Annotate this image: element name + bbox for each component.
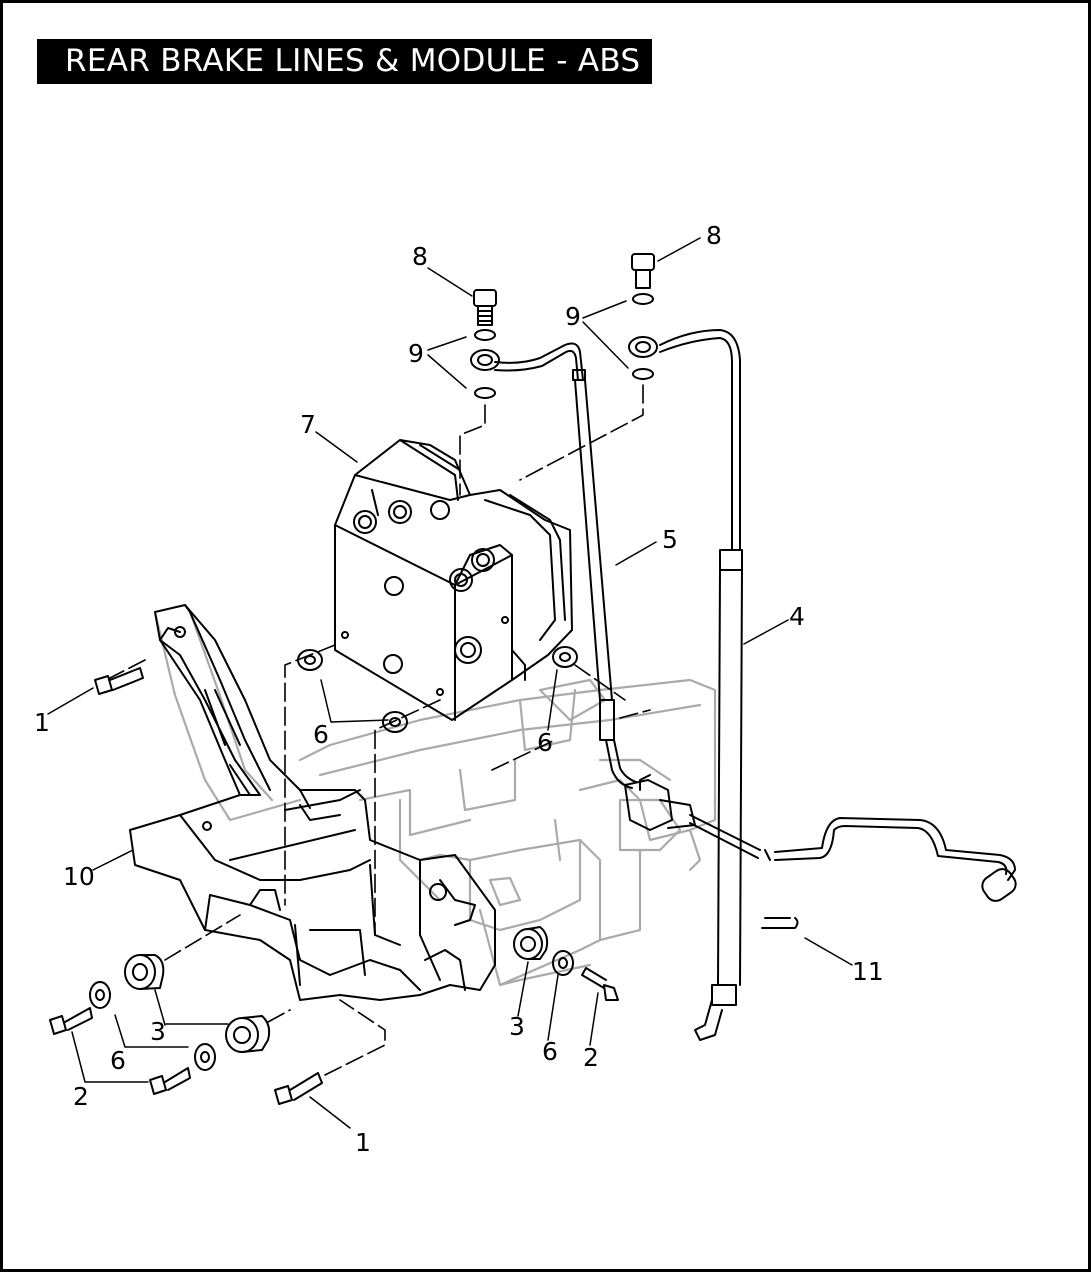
- alignment-lines: [109, 384, 651, 1076]
- callout-6: 6: [542, 1037, 558, 1066]
- callout-3: 3: [150, 1017, 166, 1046]
- callout-1: 1: [355, 1128, 371, 1157]
- callout-9: 9: [565, 302, 581, 331]
- callout-6: 6: [313, 720, 329, 749]
- callout-6: 6: [537, 728, 553, 757]
- abs-module: [334, 439, 573, 721]
- callout-8: 8: [412, 242, 428, 271]
- page-title: REAR BRAKE LINES & MODULE - ABS: [37, 39, 652, 84]
- leader-lines: [47, 237, 853, 1129]
- callout-6: 6: [110, 1046, 126, 1075]
- brake-lines: [494, 329, 1017, 1041]
- banjo-fittings: [470, 253, 658, 399]
- frame-structure: [153, 610, 717, 987]
- callout-4: 4: [789, 602, 805, 631]
- bracket: [129, 604, 496, 1001]
- callout-2: 2: [583, 1043, 599, 1072]
- callout-11: 11: [852, 957, 884, 986]
- callout-1: 1: [34, 708, 50, 737]
- callout-3: 3: [509, 1012, 525, 1041]
- callout-9: 9: [408, 339, 424, 368]
- callout-8: 8: [706, 221, 722, 250]
- callout-7: 7: [300, 410, 316, 439]
- callout-labels: 8 8 9 9 7 5 4 1 6 6 10 11 3 6 2 1 3 6 2: [34, 221, 884, 1157]
- callout-10: 10: [63, 862, 95, 891]
- hardware: [49, 646, 799, 1105]
- callout-2: 2: [73, 1082, 89, 1111]
- callout-5: 5: [662, 525, 678, 554]
